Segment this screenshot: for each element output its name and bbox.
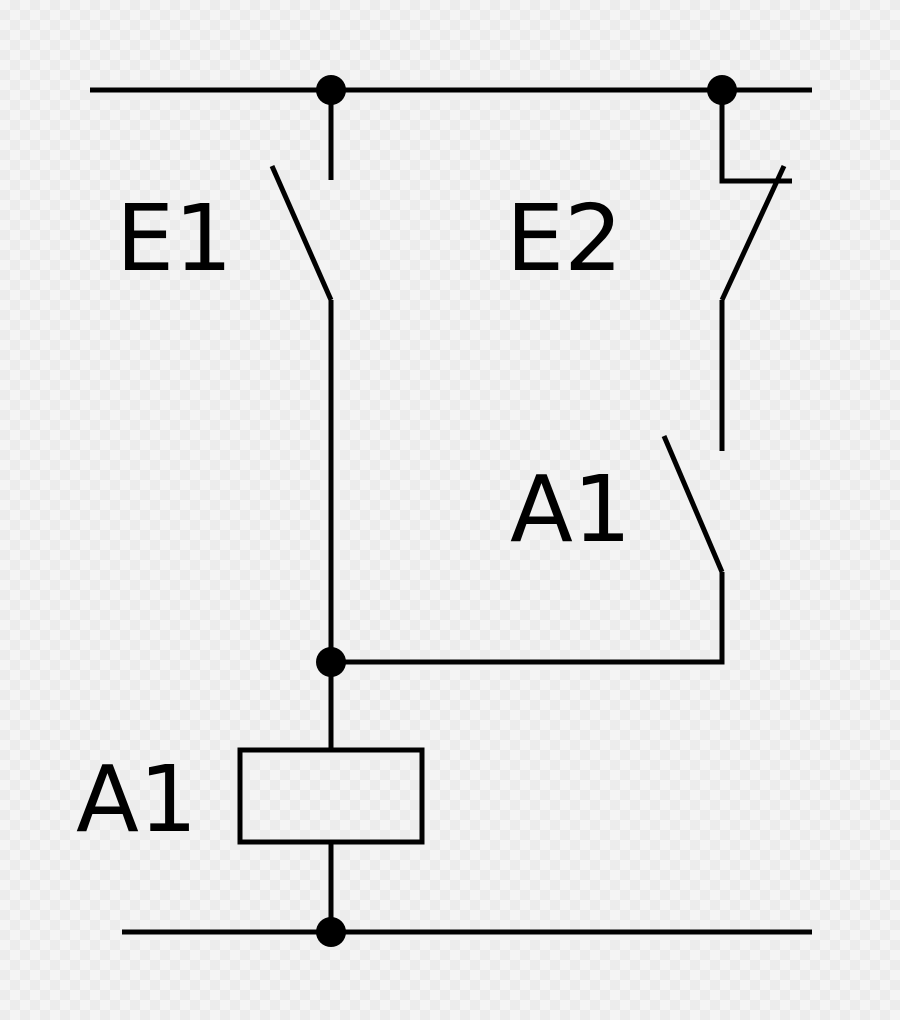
junction-bottom (316, 917, 346, 947)
a1-contact-return (331, 572, 725, 665)
e2-upper-lead (719, 90, 792, 184)
e2-switch-blade (719, 164, 787, 302)
label-a1-coil: A1 (76, 746, 197, 853)
coil-a1 (237, 747, 425, 845)
a1-contact-blade (661, 435, 725, 573)
e1-switch-blade (269, 164, 334, 302)
label-e1: E1 (116, 185, 233, 292)
label-a1-contact: A1 (510, 456, 631, 563)
label-e2: E2 (506, 185, 623, 292)
